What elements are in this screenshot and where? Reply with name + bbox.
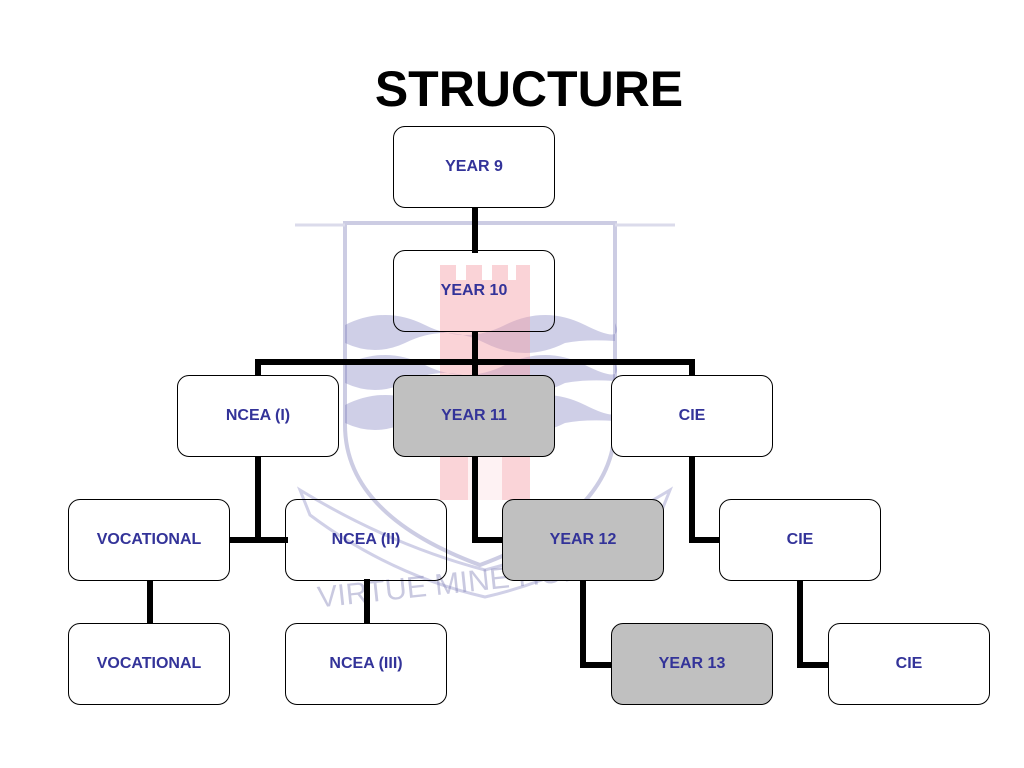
node-cie-level5: CIE [828, 623, 990, 705]
node-year-9: YEAR 9 [393, 126, 555, 208]
node-vocational-level5: VOCATIONAL [68, 623, 230, 705]
node-year-11: YEAR 11 [393, 375, 555, 457]
node-vocational-level4: VOCATIONAL [68, 499, 230, 581]
node-year-13: YEAR 13 [611, 623, 773, 705]
node-year-10: YEAR 10 [393, 250, 555, 332]
node-ncea-2: NCEA (II) [285, 499, 447, 581]
node-year-12: YEAR 12 [502, 499, 664, 581]
slide-title: STRUCTURE [374, 61, 684, 117]
node-ncea-1: NCEA (I) [177, 375, 339, 457]
node-cie-level4: CIE [719, 499, 881, 581]
node-cie-level3: CIE [611, 375, 773, 457]
node-ncea-3: NCEA (III) [285, 623, 447, 705]
